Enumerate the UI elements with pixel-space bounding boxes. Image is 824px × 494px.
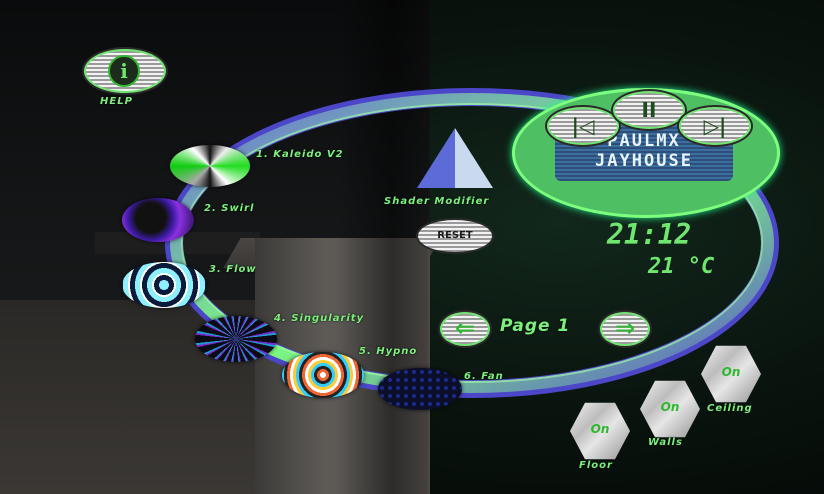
previous-track-icon: |◁ [571, 114, 595, 138]
page-prev-button[interactable]: ⇐ [438, 310, 492, 348]
wall-shadow [338, 0, 428, 494]
page-label: Page 1 [500, 316, 571, 336]
temperature: 21 °C [648, 254, 715, 279]
pyramid-icon[interactable] [415, 126, 495, 190]
help-button[interactable]: i [82, 47, 168, 95]
track-artist: PAULMX [607, 131, 681, 151]
arrow-right-icon: ⇒ [614, 314, 636, 342]
shader-orb-flow[interactable] [122, 262, 206, 308]
clock-time: 21:12 [607, 218, 692, 251]
shader-label-5[interactable]: 5. Hypno [359, 346, 418, 357]
info-icon: i [108, 55, 140, 87]
walls-state: On [660, 400, 680, 414]
shader-orb-swirl[interactable] [122, 198, 194, 242]
ceiling-label: Ceiling [707, 403, 753, 414]
pause-icon: II [641, 98, 657, 122]
shader-label-1[interactable]: 1. Kaleido V2 [256, 149, 344, 160]
walls-label: Walls [648, 437, 683, 448]
next-track-icon: ▷| [703, 114, 727, 138]
pause-button[interactable]: II [611, 89, 687, 131]
previous-track-button[interactable]: |◁ [545, 105, 621, 147]
walls-toggle[interactable]: On [640, 380, 700, 438]
shader-orb-fan[interactable] [378, 368, 462, 410]
shader-orb-hypno[interactable] [282, 352, 364, 398]
shader-label-6[interactable]: 6. Fan [464, 371, 504, 382]
music-player-panel: PAULMX JAYHOUSE |◁ II ▷| [512, 88, 780, 218]
shader-modifier-label: Shader Modifier [384, 196, 490, 207]
page-next-button[interactable]: ⇒ [598, 310, 652, 348]
track-display: PAULMX JAYHOUSE [555, 125, 733, 181]
shader-label-4[interactable]: 4. Singularity [274, 313, 365, 324]
shader-label-2[interactable]: 2. Swirl [204, 203, 255, 214]
reset-button[interactable]: RESET [416, 218, 494, 254]
floor-state: On [590, 422, 610, 436]
floor-toggle[interactable]: On [570, 402, 630, 460]
shader-orb-singularity[interactable] [195, 316, 277, 362]
ceiling-toggle[interactable]: On [701, 345, 761, 403]
shader-label-3[interactable]: 3. Flow [209, 264, 257, 275]
shader-orb-kaleido[interactable] [170, 145, 250, 187]
ceiling-state: On [721, 365, 741, 379]
track-title: JAYHOUSE [595, 151, 693, 171]
arrow-left-icon: ⇐ [454, 314, 476, 342]
help-label: HELP [100, 96, 133, 107]
floor-label: Floor [579, 460, 613, 471]
next-track-button[interactable]: ▷| [677, 105, 753, 147]
